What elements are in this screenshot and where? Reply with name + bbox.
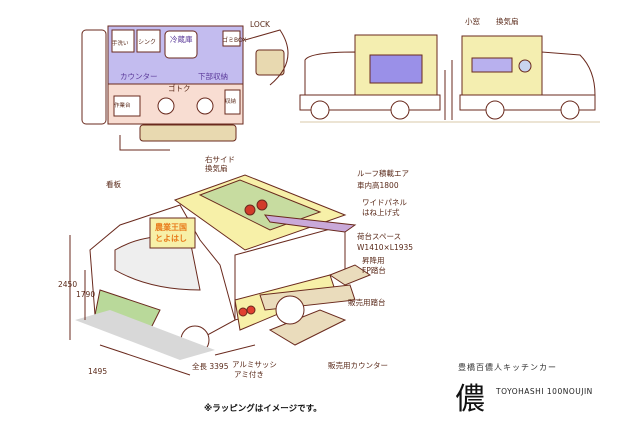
label-signboard: 看板 <box>106 180 121 189</box>
label-storage: 収納 <box>225 99 237 105</box>
sign-text-1: 農業王国 <box>155 223 187 232</box>
perspective-truck <box>69 174 372 376</box>
label-right-vent: 右サイド換気扇 <box>205 155 235 173</box>
label-counter: カウンター <box>120 72 158 81</box>
label-trash-box: ゴミBOX <box>222 37 247 44</box>
sign-text-2: とよはし <box>155 234 187 243</box>
label-sink: シンク <box>138 39 157 46</box>
label-workbench: 作業台 <box>114 103 131 109</box>
label-gotoku: ゴトク <box>168 84 191 93</box>
label-step: 昇降用 <box>362 256 385 265</box>
label-wide-panel: ワイドパネル <box>362 198 407 207</box>
label-flip-up: はね上げ式 <box>362 208 400 217</box>
label-roof: ルーフ積載エア <box>357 169 410 178</box>
caption: ※ラッピングはイメージです。 <box>204 404 322 414</box>
label-aluminum-sash: アルミサッシ <box>232 360 277 369</box>
label-lower-storage: 下部収納 <box>198 72 228 81</box>
label-small-window: 小窓 <box>465 17 480 26</box>
label-height-total: 2450 <box>58 280 78 289</box>
label-height-body: 1790 <box>76 290 96 299</box>
label-total-length: 全長 3395 <box>192 362 229 371</box>
label-step2: FP踏台 <box>362 266 386 275</box>
plan-view <box>81 25 289 151</box>
side-view <box>299 34 600 123</box>
label-sales-step: 販売用踏台 <box>348 298 386 307</box>
label-sales-counter: 販売用カウンター <box>328 361 388 370</box>
label-hand-wash: 手洗い <box>112 41 129 47</box>
brand-english: TOYOHASHI 100NOUJIN <box>496 387 593 396</box>
brand-japanese: 豊橋百儂人キッチンカー <box>458 363 557 372</box>
label-lock: LOCK <box>250 20 270 29</box>
label-with-net: アミ付き <box>234 370 264 379</box>
brand-logo-kanji: 儂 <box>455 382 485 417</box>
label-interior-height: 車内高1800 <box>357 181 399 190</box>
label-bed-space: 荷台スペース <box>357 232 402 241</box>
label-width-dim: 1495 <box>88 367 108 376</box>
label-bed-size: W1410×L1935 <box>357 243 414 252</box>
label-refrigerator: 冷蔵庫 <box>170 35 193 44</box>
label-vent-fan: 換気扇 <box>496 17 519 26</box>
